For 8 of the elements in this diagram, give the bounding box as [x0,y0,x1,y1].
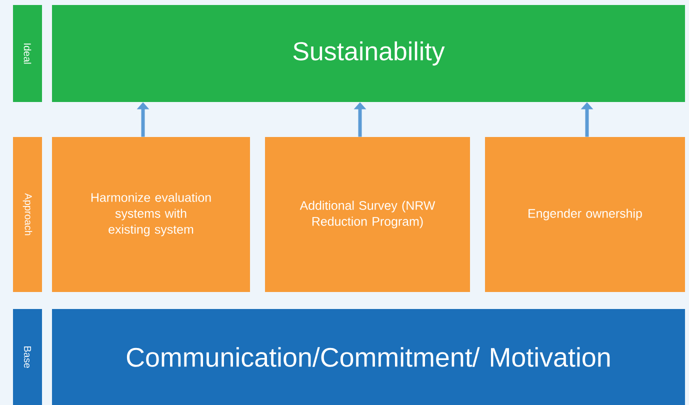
approach-box: Engender ownership [485,137,685,292]
side-label-box: Ideal [13,5,42,102]
approach-box: Additional Survey (NRW Reduction Program) [265,137,470,292]
side-label-box: Base [13,309,42,405]
side-label-box: Approach [13,137,42,292]
approach-box: Harmonize evaluation systems with existing system [52,137,250,292]
base-box: Communication/Commitment/ Motivation [52,309,685,405]
ideal-box: Sustainability [52,5,685,102]
